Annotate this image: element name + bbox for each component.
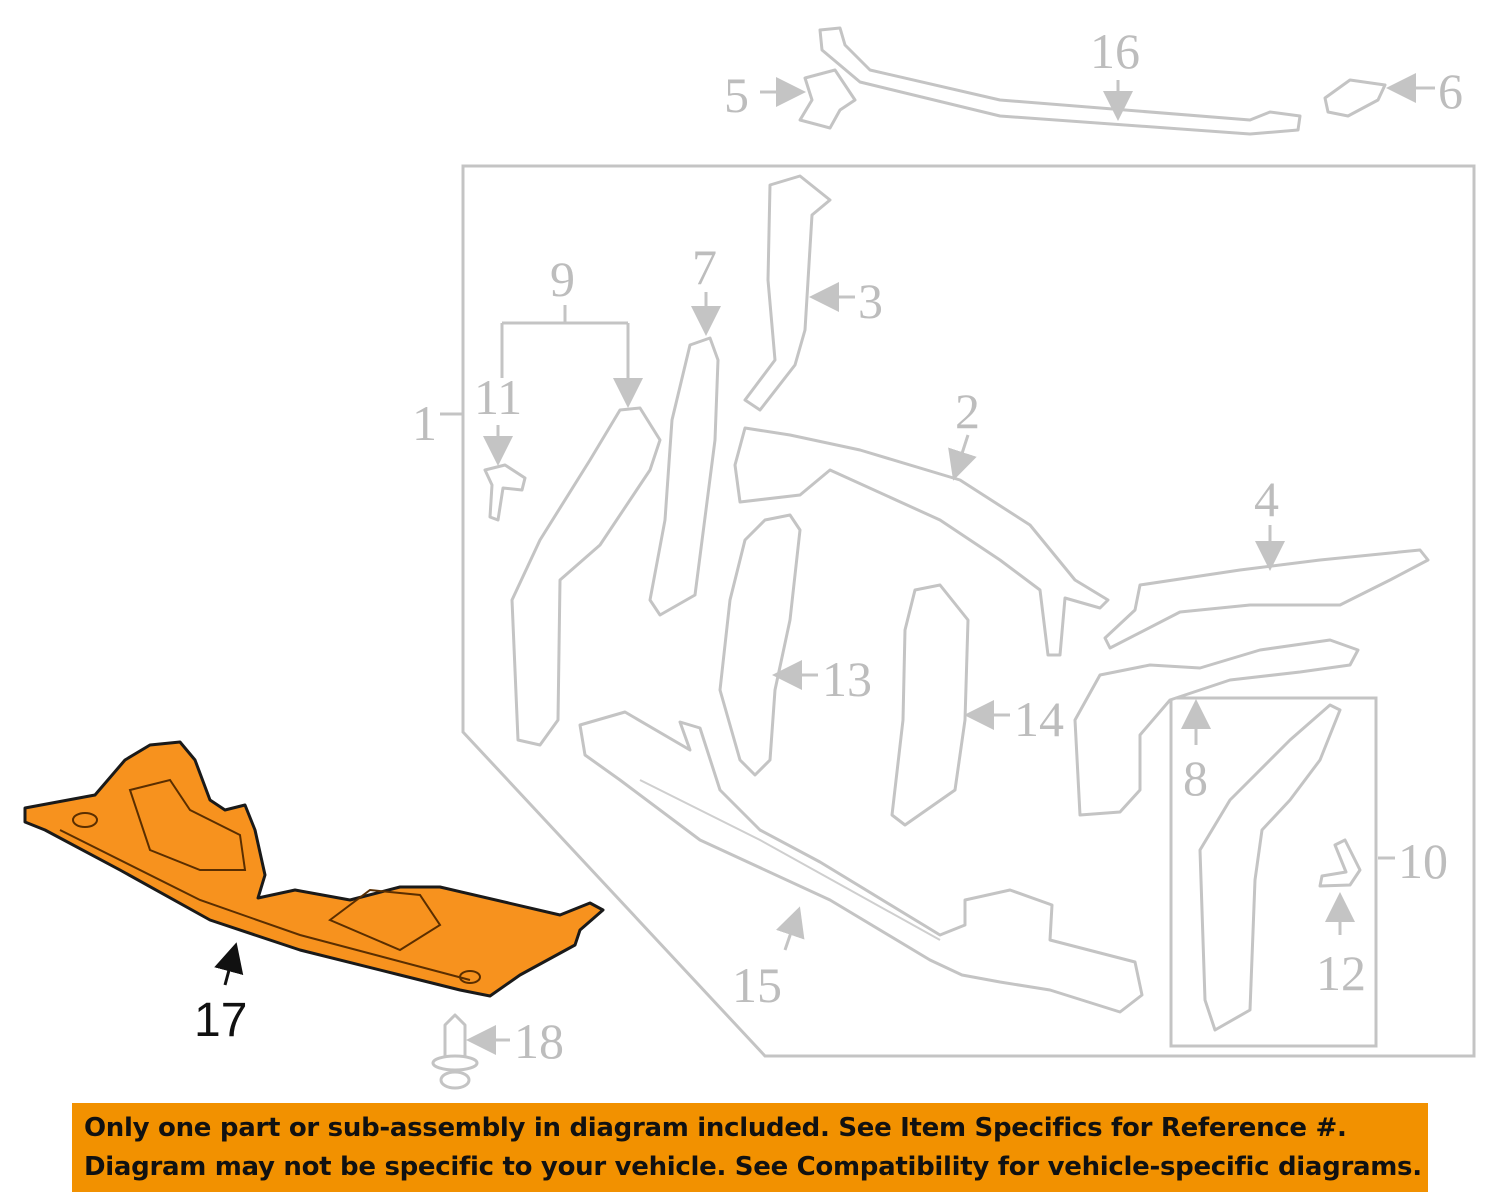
callout-14: 14 [1014, 691, 1064, 747]
part-13-bracket [718, 513, 802, 777]
part-16-support-bar [818, 26, 1302, 136]
part-8-side-panel [1073, 638, 1360, 817]
callout-12: 12 [1316, 945, 1366, 1001]
callout-10: 10 [1398, 833, 1448, 889]
part-14-bracket [890, 583, 970, 827]
callout-4: 4 [1254, 471, 1279, 527]
disclaimer-line-2: Diagram may not be specific to your vehi… [84, 1152, 1422, 1182]
callout-18: 18 [514, 1013, 564, 1069]
part-5-bracket [798, 68, 857, 130]
part-6-bracket [1323, 78, 1387, 118]
disclaimer-line-1: Only one part or sub-assembly in diagram… [84, 1113, 1347, 1143]
part-11-clip [483, 463, 527, 522]
part-3-brace [743, 174, 832, 412]
callout-2: 2 [955, 383, 980, 439]
callout-13: 13 [822, 651, 872, 707]
callout-17: 17 [194, 994, 247, 1047]
sub-assembly-10-outline [1169, 696, 1378, 1048]
callout-1: 1 [412, 395, 437, 451]
callout-5: 5 [724, 67, 749, 123]
callout-15: 15 [732, 957, 782, 1013]
assembly-outline [461, 164, 1476, 1058]
part-12-clip [1318, 838, 1362, 888]
leader-lines [214, 73, 1435, 1055]
disclaimer-banner: Only one part or sub-assembly in diagram… [72, 1103, 1428, 1192]
part-9-side-panel [510, 406, 662, 747]
part-10-side-member [1198, 703, 1342, 1032]
part-7-brace [648, 336, 720, 617]
part-15-lower-crossmember [578, 710, 1144, 1014]
callout-6: 6 [1438, 63, 1463, 119]
part-17-lower-shield[interactable] [23, 740, 605, 998]
part-4-upper-support [1103, 548, 1430, 650]
callout-8: 8 [1183, 750, 1208, 806]
callout-9: 9 [550, 251, 575, 307]
callout-16: 16 [1090, 23, 1140, 79]
callout-3: 3 [858, 273, 883, 329]
callout-7: 7 [692, 239, 717, 295]
callout-11: 11 [474, 369, 522, 425]
part-18-clip [431, 1013, 479, 1090]
